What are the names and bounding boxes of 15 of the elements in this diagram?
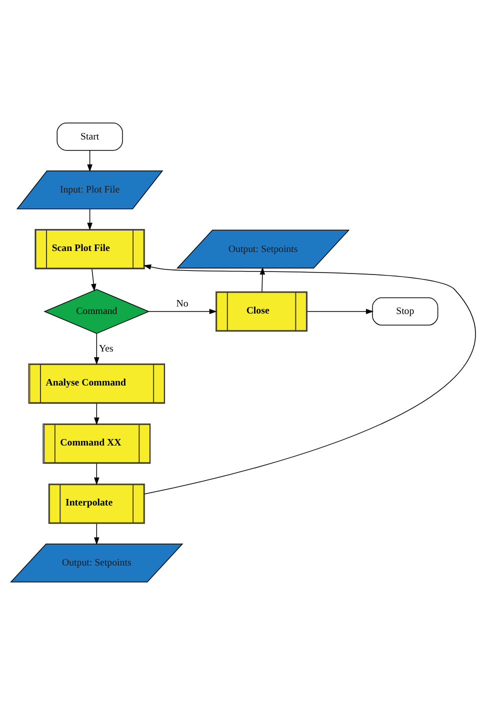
arrow [94, 332, 100, 364]
arrow [94, 522, 100, 544]
arrow [148, 308, 217, 314]
arrow [143, 264, 476, 494]
arrow [94, 462, 100, 485]
node-diamond: Command [44, 288, 150, 334]
arrow [87, 150, 92, 172]
node-box: Start [56, 122, 123, 150]
node-box: Stop [372, 296, 438, 326]
arrow [91, 268, 96, 291]
arrow [94, 402, 100, 425]
arrow [306, 308, 374, 314]
edge-label: No [176, 298, 188, 309]
edge-label: Yes [98, 342, 114, 354]
arrow [87, 208, 92, 230]
